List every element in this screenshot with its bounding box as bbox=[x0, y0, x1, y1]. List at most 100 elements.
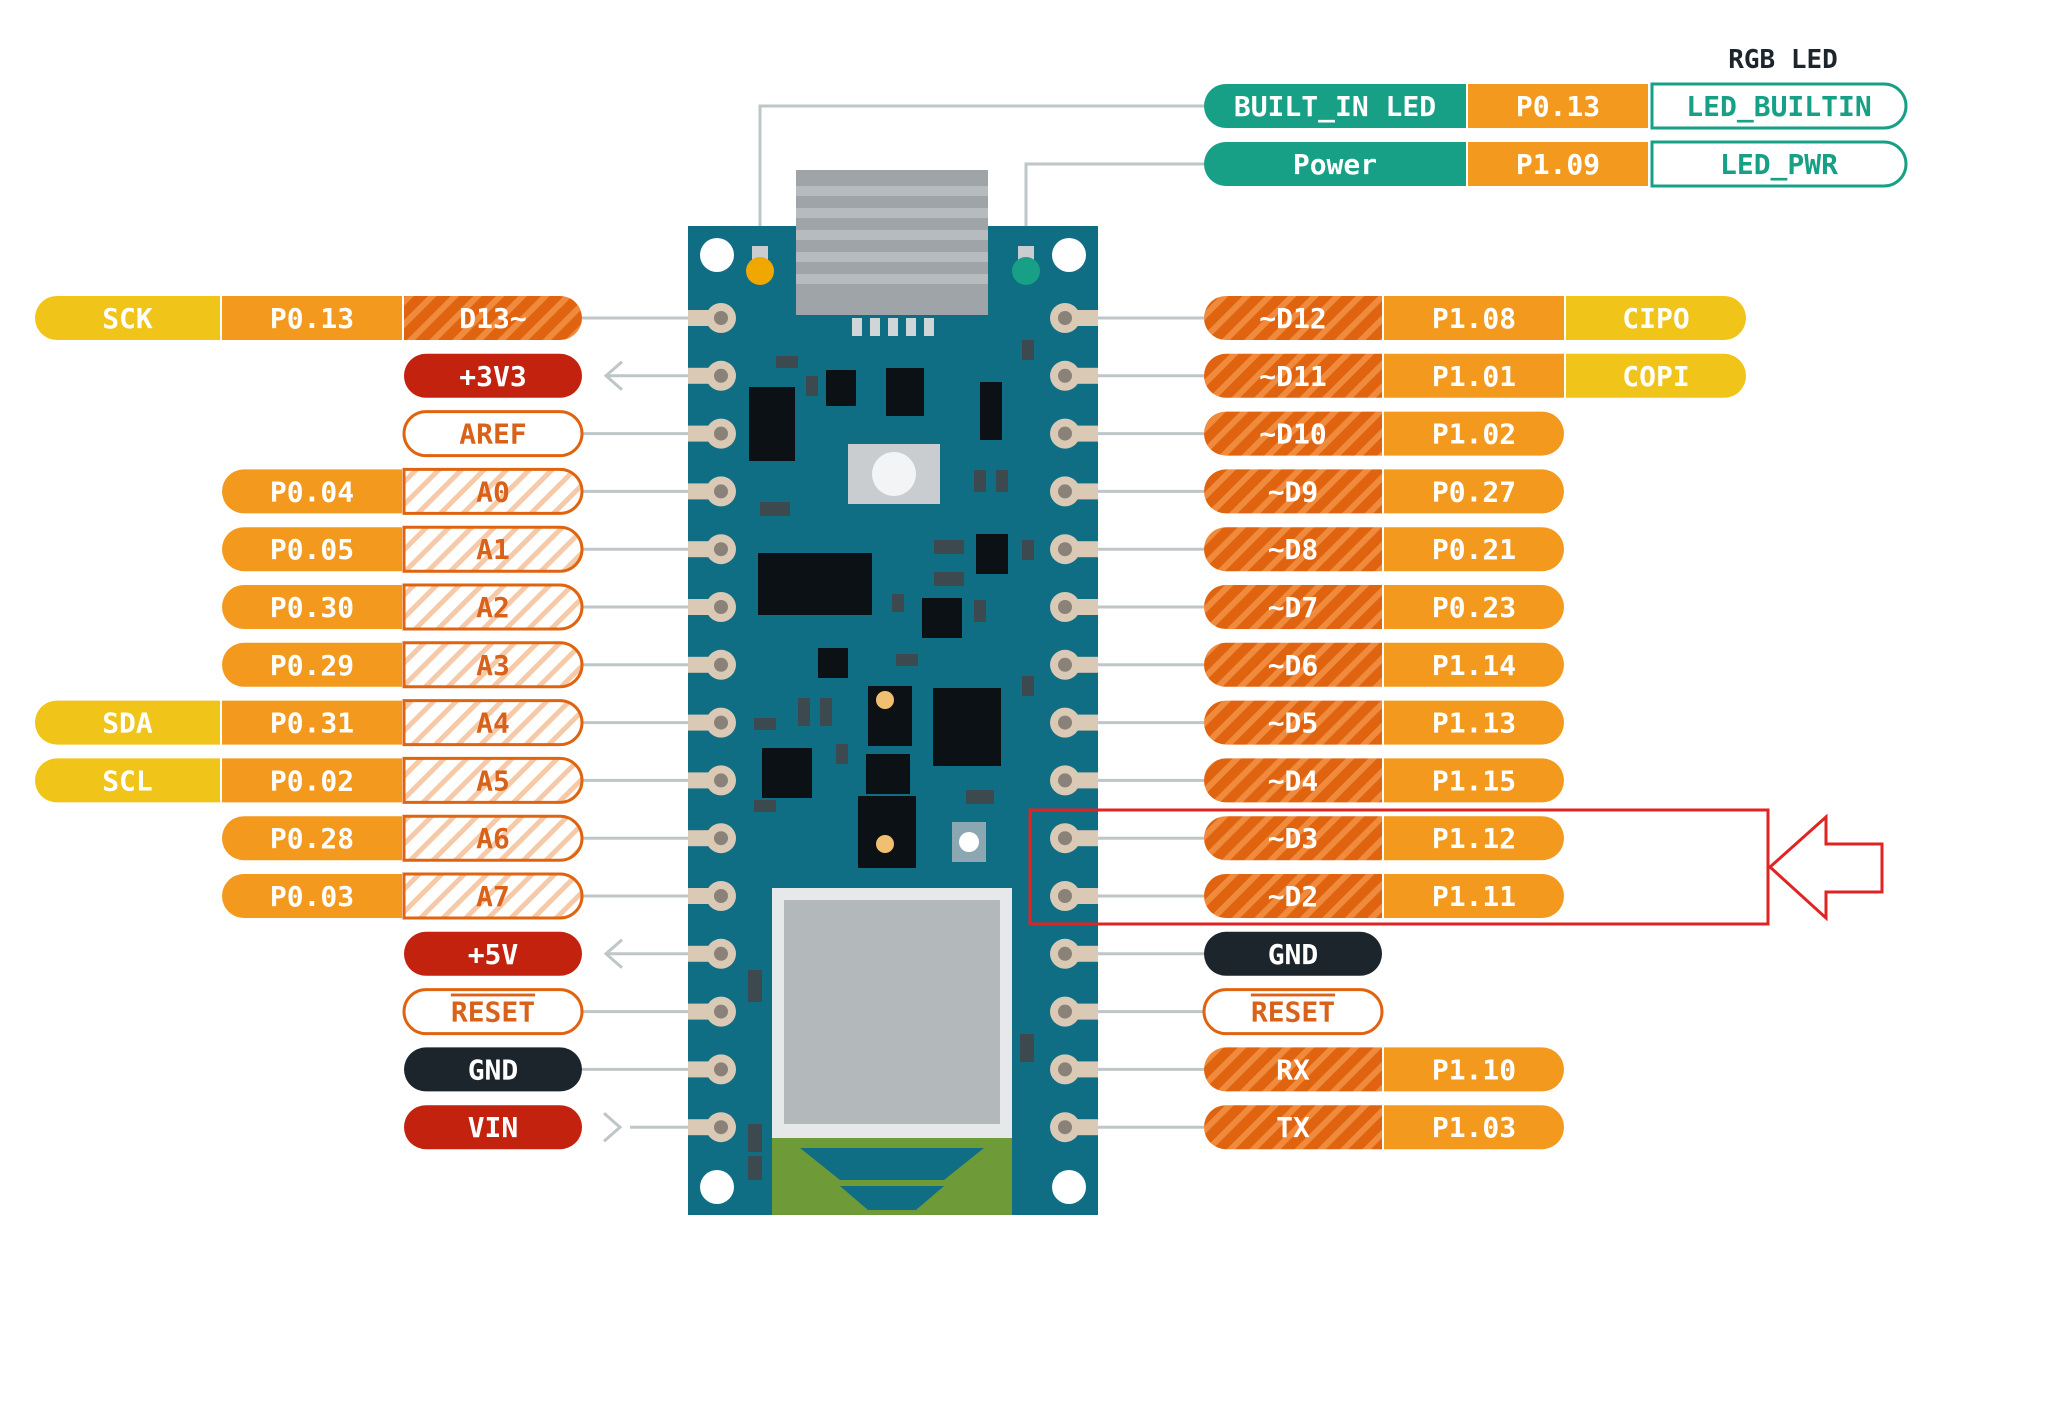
right-pin-d9-3-port-shape bbox=[1384, 469, 1564, 514]
mounting-hole bbox=[700, 1170, 734, 1204]
d2-d3-highlight bbox=[1028, 808, 1884, 926]
left-pin-d13-label: D13~ bbox=[404, 296, 582, 340]
left-pin-a6-pad-hole bbox=[714, 831, 728, 846]
right-pin-d7-5-label-text: ~D7 bbox=[1268, 591, 1319, 624]
led-power-alias: LED_PWR bbox=[1650, 140, 1908, 188]
led-power-port: P1.09 bbox=[1468, 142, 1648, 186]
right-pin-d3-9-port-shape bbox=[1384, 816, 1564, 861]
right-pin-d3-9-label: ~D3 bbox=[1204, 816, 1382, 861]
led-built-in-led-port: P0.13 bbox=[1468, 84, 1648, 128]
left-pin-aref-pad-trace bbox=[688, 425, 714, 442]
test-point bbox=[876, 691, 894, 709]
left-pin-a5-pad-hole bbox=[714, 773, 728, 788]
right-pin-d11-1-label-shape bbox=[1204, 353, 1382, 398]
left-pin-a5-port-shape bbox=[222, 758, 402, 803]
left-pin-a7-port: P0.03 bbox=[222, 874, 402, 918]
left-pin-reset-label-shape bbox=[402, 988, 584, 1036]
right-pin-d11-1-pad-hole bbox=[1058, 368, 1072, 383]
right-pin-d10-2-port-shape bbox=[1384, 411, 1564, 456]
left-pin-a3-pad-hole bbox=[714, 657, 728, 672]
left-pin-a2-label: A2 bbox=[402, 583, 584, 631]
right-pin-d7-5-pad-trace bbox=[1072, 599, 1098, 615]
right-pin-d5-7-label: ~D5 bbox=[1204, 700, 1382, 745]
mounting-hole bbox=[1052, 1170, 1086, 1204]
right-pin-reset-12-pad-trace bbox=[1072, 1003, 1098, 1020]
usb-connector bbox=[796, 170, 988, 336]
right-pin-d11-1-port: P1.01 bbox=[1384, 353, 1564, 398]
right-pin-d11-1-label: ~D11 bbox=[1204, 353, 1382, 398]
right-pin-rx-13-label-text: RX bbox=[1276, 1053, 1310, 1086]
right-pin-d12-0-label-shape bbox=[1204, 296, 1382, 340]
right-pin-d5-7-port-text: P1.13 bbox=[1432, 707, 1516, 740]
left-pin-a0-label-shape bbox=[402, 467, 584, 515]
left-pin-a3-port: P0.29 bbox=[222, 642, 402, 687]
right-pin-d2-10-pad-hole bbox=[1058, 889, 1072, 903]
right-pin-gnd-11-label-shape bbox=[1204, 931, 1382, 976]
left-pin-vin-label-shape bbox=[404, 1105, 582, 1150]
left-pin-a6-pad-trace bbox=[688, 830, 714, 847]
right-pin-reset-12-label: RESET bbox=[1202, 988, 1384, 1036]
mounting-hole bbox=[700, 238, 734, 272]
left-pin-a5-port: P0.02 bbox=[222, 758, 402, 803]
left-pin-aref-label-text: AREF bbox=[459, 418, 526, 451]
right-pin-d12-0-pad-hole bbox=[1058, 311, 1072, 325]
right-pin-d4-8-label-shape bbox=[1204, 758, 1382, 803]
left-pin-3v3-pad-trace bbox=[688, 367, 714, 384]
left-pin-a5-pad-trace bbox=[688, 772, 714, 789]
right-pin-rx-13-pad-hole bbox=[1058, 1062, 1072, 1077]
left-pin-a1-port-shape bbox=[222, 527, 402, 572]
left-pin-a5-alt-shape bbox=[35, 758, 221, 803]
right-pin-d6-6-port: P1.14 bbox=[1384, 642, 1564, 687]
left-pin-vin-label-text: VIN bbox=[468, 1111, 519, 1144]
left-pin-a6-label-shape bbox=[402, 814, 584, 862]
led-power-alias-text: LED_PWR bbox=[1720, 148, 1838, 181]
led-power-function: Power bbox=[1204, 142, 1466, 186]
right-pin-d8-4-port: P0.21 bbox=[1384, 527, 1564, 572]
right-pin-d7-5-label: ~D7 bbox=[1204, 585, 1382, 629]
right-pin-d2-10-port-text: P1.11 bbox=[1432, 880, 1516, 913]
led-built-in-led-alias: LED_BUILTIN bbox=[1650, 82, 1908, 130]
right-pin-d11-1-port-shape bbox=[1384, 353, 1564, 398]
led-power-port-text: P1.09 bbox=[1516, 148, 1600, 181]
left-pin-d13-port-shape bbox=[222, 296, 402, 340]
right-pin-d4-8-port-text: P1.15 bbox=[1432, 764, 1516, 797]
led-built-in-led-port-shape bbox=[1468, 84, 1648, 128]
left-pin-a5-alt-text: SCL bbox=[102, 764, 153, 797]
right-pin-d6-6-port-text: P1.14 bbox=[1432, 649, 1516, 682]
left-pin-a2-label-shape bbox=[402, 583, 584, 631]
reset-button bbox=[872, 452, 916, 496]
left-pin-gnd-label-text: GND bbox=[468, 1053, 519, 1086]
left-pin-vin-in-arrow bbox=[603, 1112, 623, 1143]
left-pin-d13-label-shape bbox=[404, 296, 582, 340]
right-pin-d10-2-pad-hole bbox=[1058, 426, 1072, 441]
left-pin-aref-label-shape bbox=[402, 410, 584, 458]
left-pin-reset-pad-trace bbox=[688, 1003, 714, 1020]
right-pin-gnd-11-label: GND bbox=[1204, 931, 1382, 976]
right-pin-d7-5-port: P0.23 bbox=[1384, 585, 1564, 629]
left-pin-reset-label: RESET bbox=[402, 988, 584, 1036]
left-pin-a0-port-shape bbox=[221, 469, 402, 514]
right-pin-d7-5-label-shape bbox=[1204, 585, 1382, 629]
right-pin-d9-3-label-text: ~D9 bbox=[1268, 475, 1319, 508]
left-pin-a0-port-text: P0.04 bbox=[270, 475, 354, 508]
right-pin-d4-8-pad-trace bbox=[1072, 772, 1098, 789]
right-pin-rx-13-pad-trace bbox=[1072, 1061, 1098, 1078]
right-pin-d2-10-label-text: ~D2 bbox=[1268, 880, 1319, 913]
left-pin-vin-pad-trace bbox=[688, 1119, 714, 1136]
right-pin-d7-5-port-shape bbox=[1384, 585, 1564, 629]
right-pin-d2-10-port: P1.11 bbox=[1384, 874, 1564, 918]
right-pin-reset-12-pad-hole bbox=[1058, 1004, 1072, 1019]
led-power-function-shape bbox=[1204, 142, 1466, 186]
right-pin-d3-9-port-text: P1.12 bbox=[1432, 822, 1516, 855]
left-pin-a4-port: P0.31 bbox=[222, 700, 402, 745]
left-pin-a6-label: A6 bbox=[402, 814, 584, 862]
right-pin-d5-7-port-shape bbox=[1384, 700, 1564, 745]
left-pin-a4-label-text: A4 bbox=[476, 707, 510, 740]
right-pin-d7-5-port-text: P0.23 bbox=[1432, 591, 1516, 624]
left-pin-a0-label: A0 bbox=[402, 467, 584, 515]
left-pin-a7-label-text: A7 bbox=[476, 880, 510, 913]
right-pin-d12-0-label: ~D12 bbox=[1204, 296, 1382, 340]
left-pin-a3-pad-trace bbox=[688, 656, 714, 673]
left-pin-d13-alt: SCK bbox=[35, 296, 220, 340]
left-pin-vin-pad-hole bbox=[714, 1120, 728, 1135]
